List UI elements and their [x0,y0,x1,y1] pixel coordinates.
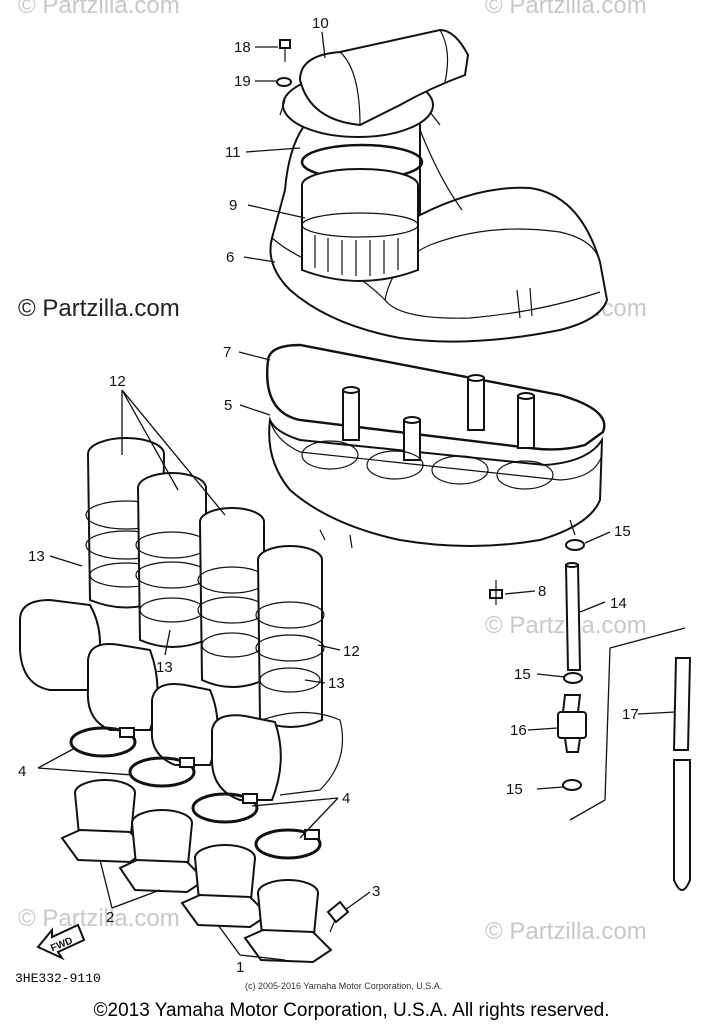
air-filter-element[interactable] [301,168,419,282]
carburetor-joint-1b[interactable] [243,879,333,964]
bolt-18[interactable] [279,39,291,62]
callout-10[interactable]: 10 [312,15,329,32]
callout-7[interactable]: 7 [223,344,231,361]
carburetor-joint-cluster[interactable] [19,437,344,801]
hose-clamp-4d[interactable] [254,828,322,860]
hose-clamp-4c[interactable] [191,792,259,824]
hose-clip-15a[interactable] [565,539,585,551]
small-copyright: (c) 2005-2016 Yamaha Motor Corporation, … [245,981,443,991]
callout-19[interactable]: 19 [234,73,251,90]
callout-18[interactable]: 18 [234,39,251,56]
hose-clip-15c[interactable] [562,779,582,791]
air-filter-case-lower[interactable] [268,374,604,549]
breather-hose-14[interactable] [564,562,582,671]
callout-13-center[interactable]: 13 [156,659,173,676]
watermark-top-left: © Partzilla.com [18,0,180,19]
diagram-code: 3HE332-9110 [15,971,101,986]
callout-8[interactable]: 8 [538,583,546,600]
callout-15-middle[interactable]: 15 [514,666,531,683]
callout-14[interactable]: 14 [610,595,627,612]
air-filter-gasket[interactable] [266,343,606,451]
hose-clamp-4a[interactable] [69,726,137,758]
bolt-8[interactable] [489,580,503,605]
bolt-3[interactable] [326,900,350,933]
callout-1[interactable]: 1 [236,959,244,976]
carburetor-joint-2b[interactable] [118,809,207,894]
leader-lines [37,31,676,961]
callout-16[interactable]: 16 [510,722,527,739]
carburetor-joint-2a[interactable] [60,779,150,864]
callout-11[interactable]: 11 [225,144,241,161]
fwd-arrow: FWD [36,923,86,961]
watermark-top-right: © Partzilla.com [485,0,647,19]
air-intake-duct-cover[interactable] [279,28,470,138]
callout-15-bottom[interactable]: 15 [506,781,523,798]
callout-3[interactable]: 3 [372,883,380,900]
footer-copyright: ©2013 Yamaha Motor Corporation, U.S.A. A… [93,1000,610,1021]
callout-12-top[interactable]: 12 [109,373,126,390]
hose-clamp-4b[interactable] [128,756,196,788]
kit-bracket [569,627,686,821]
callout-12-right[interactable]: 12 [343,643,360,660]
callout-6[interactable]: 6 [226,249,234,266]
callout-4-right[interactable]: 4 [342,790,350,807]
callout-15-top[interactable]: 15 [614,523,631,540]
watermark-mid-left: © Partzilla.com [18,295,180,322]
hose-filter-16[interactable] [557,694,587,753]
callout-5[interactable]: 5 [224,397,232,414]
washer-19[interactable] [276,77,292,87]
callout-2[interactable]: 2 [106,909,114,926]
breather-hose-17[interactable] [672,657,692,891]
callout-17[interactable]: 17 [622,706,639,723]
callout-4-left[interactable]: 4 [18,763,26,780]
callout-13-right[interactable]: 13 [328,675,345,692]
watermark-bottom-left: © Partzilla.com [18,905,180,932]
watermark-bottom-right: © Partzilla.com [485,918,647,945]
hose-clip-15b[interactable] [563,672,583,684]
callout-13-left[interactable]: 13 [28,548,45,565]
carburetor-joint-1a[interactable] [180,844,270,929]
callout-9[interactable]: 9 [229,197,237,214]
watermark-right-lower: © Partzilla.com [485,612,647,639]
